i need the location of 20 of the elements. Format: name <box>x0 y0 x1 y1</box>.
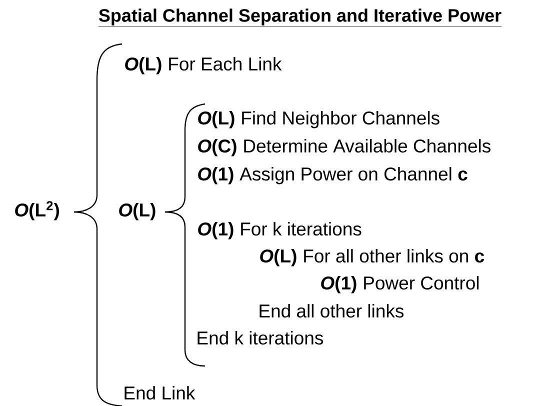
step-text: End all other links <box>260 304 404 318</box>
complexity-label: O(1) <box>198 167 234 184</box>
complexity-label: O(L) <box>260 249 296 266</box>
step-text: End Link <box>124 386 196 400</box>
complexity-label: O(1) <box>198 222 234 240</box>
step-text: For Each Link <box>169 57 282 71</box>
title: Spatial Channel Separation and Iterative Power <box>98 8 502 27</box>
step-text: For k iterations <box>241 222 362 236</box>
complexity-label: O(C) <box>198 139 236 156</box>
complexity-label: O(L$^{2}$) <box>15 201 59 220</box>
step-text: Find Neighbor Channels <box>242 111 440 128</box>
step-text: For all other links on c <box>304 249 484 263</box>
complexity-label: O(L) <box>125 57 162 74</box>
step-text: End k iterations <box>198 331 324 345</box>
complexity-label: O(L) <box>119 203 156 220</box>
step-text: Determine Available Channels <box>244 139 490 153</box>
complexity-label: O(L) <box>198 111 234 128</box>
complexity-label: O(1) <box>321 276 356 294</box>
step-text: Assign Power on Channel c <box>240 167 468 184</box>
step-text: Power Control <box>364 276 479 290</box>
